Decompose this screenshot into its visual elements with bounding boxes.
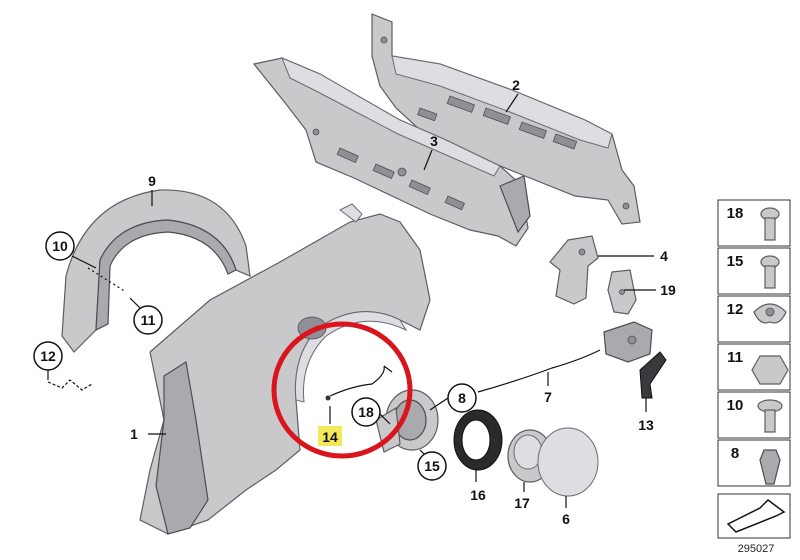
callout-3: 3 [430, 133, 438, 149]
callout-8: 8 [458, 390, 466, 406]
callout-circle-15 [417, 451, 447, 481]
push-clip-icon [753, 303, 787, 324]
callout-circle-12 [33, 341, 63, 371]
diagram-id: 295027 [738, 543, 775, 555]
callout-circle-11 [133, 305, 163, 335]
handle-part-13 [639, 351, 667, 399]
callout-14: 14 [322, 429, 338, 445]
clip-part-12 [47, 379, 93, 391]
nut-icon [751, 355, 789, 385]
callout-11: 11 [141, 312, 156, 328]
callout-16: 16 [470, 487, 486, 503]
callout-2: 2 [512, 77, 520, 93]
legend-label-5: 8 [731, 445, 739, 462]
wheel-arch-liner-part-9 [61, 189, 251, 353]
callout-13: 13 [638, 417, 654, 433]
legend-label-2: 12 [727, 301, 744, 318]
callout-17: 17 [514, 495, 530, 511]
legend-label-0: 18 [727, 205, 744, 222]
callout-1: 1 [130, 426, 138, 442]
fastener-legend: 18 15 12 11 10 8 [717, 199, 791, 555]
highlight-circle [271, 321, 413, 459]
fuel-flap-part-6 [537, 427, 599, 497]
legend-label-1: 15 [727, 253, 744, 270]
cross-member-part-3 [252, 57, 531, 247]
callout-4: 4 [660, 248, 668, 264]
callout-6: 6 [562, 511, 570, 527]
side-panel-part-1 [139, 203, 431, 535]
callout-12: 12 [40, 348, 56, 364]
callout-labels: 2 3 4 19 9 1 7 13 16 17 6 10 11 12 18 15… [33, 77, 676, 527]
bracket-part-4 [549, 235, 599, 305]
callout-19: 19 [660, 282, 676, 298]
seal-ring-part-16 [453, 409, 503, 471]
flange-screw-icon [757, 399, 783, 433]
expanding-rivet-icon [759, 449, 781, 485]
callout-circle-10 [45, 231, 75, 261]
callout-9: 9 [148, 173, 156, 189]
rear-panel-part-2 [371, 13, 641, 225]
callout-circle-8 [447, 383, 477, 413]
callout-18: 18 [358, 404, 374, 420]
fuel-cable-part-14 [325, 365, 393, 401]
callout-10: 10 [52, 238, 68, 254]
release-cable-part-7 [477, 349, 601, 393]
callout-circle-18 [351, 397, 381, 427]
callout-15: 15 [424, 458, 440, 474]
callout-14-highlight [318, 426, 342, 446]
legend-label-4: 10 [727, 397, 744, 414]
callout-7: 7 [544, 389, 552, 405]
torx-screw-icon [760, 207, 780, 241]
screw-icon [760, 255, 780, 289]
actuator-part-8 [603, 321, 653, 363]
bracket-part-19 [607, 269, 637, 315]
arrow-icon [726, 499, 786, 533]
legend-label-3: 11 [727, 349, 743, 366]
